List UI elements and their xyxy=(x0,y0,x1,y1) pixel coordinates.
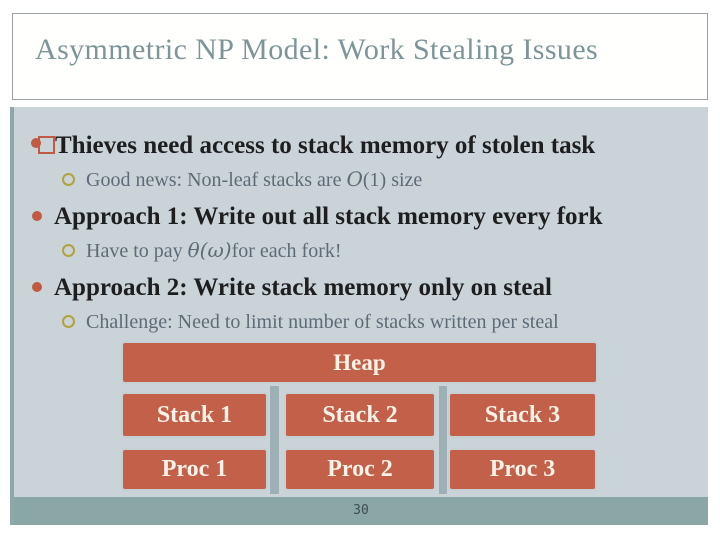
slide-body: Thieves need access to stack memory of s… xyxy=(14,107,708,497)
bullet-item: Thieves need access to stack memory of s… xyxy=(31,131,708,161)
sub-bullet-item: Good news: Non-leaf stacks are O(1) size xyxy=(62,167,708,193)
bullet-item: Approach 2: Write stack memory only on s… xyxy=(32,273,708,303)
proc-box-3: Proc 3 xyxy=(448,448,597,491)
column-connector-strip xyxy=(270,386,279,494)
sub-bullet-text: Challenge: Need to limit number of stack… xyxy=(86,311,559,333)
footer-bar: 30 xyxy=(14,497,708,525)
bullet-item: Approach 1: Write out all stack memory e… xyxy=(32,202,708,232)
heap-box: Heap xyxy=(121,341,598,384)
stack-box-1: Stack 1 xyxy=(121,392,268,438)
math-symbol: O xyxy=(346,167,363,191)
left-accent-strip xyxy=(10,107,14,525)
sub-bullet-text: Have to pay θ(ω)for each fork! xyxy=(86,238,342,262)
bullet-text: Approach 1: Write out all stack memory e… xyxy=(54,203,603,230)
circle-bullet-icon xyxy=(32,282,54,292)
stack-box-3: Stack 3 xyxy=(448,392,597,438)
proc-box-2: Proc 2 xyxy=(284,448,436,491)
title-box: Asymmetric NP Model: Work Stealing Issue… xyxy=(12,13,708,100)
page-number: 30 xyxy=(353,503,369,518)
sub-bullet-item: Have to pay θ(ω)for each fork! xyxy=(62,238,708,264)
circle-bullet-icon xyxy=(32,211,54,221)
page-title: Asymmetric NP Model: Work Stealing Issue… xyxy=(35,33,599,66)
proc-box-1: Proc 1 xyxy=(121,448,268,491)
column-connector-strip xyxy=(439,386,447,494)
ring-bullet-icon xyxy=(62,315,86,328)
math-symbol: θ(ω) xyxy=(187,238,232,262)
ring-bullet-icon xyxy=(62,173,86,186)
stack-box-2: Stack 2 xyxy=(284,392,436,438)
bullet-text: Approach 2: Write stack memory only on s… xyxy=(54,274,552,301)
missing-glyph-bullet-icon xyxy=(31,136,55,154)
bullet-text: Thieves need access to stack memory of s… xyxy=(55,132,596,159)
ring-bullet-icon xyxy=(62,244,86,257)
sub-bullet-text: Good news: Non-leaf stacks are O(1) size xyxy=(86,167,423,191)
sub-bullet-item: Challenge: Need to limit number of stack… xyxy=(62,309,708,335)
